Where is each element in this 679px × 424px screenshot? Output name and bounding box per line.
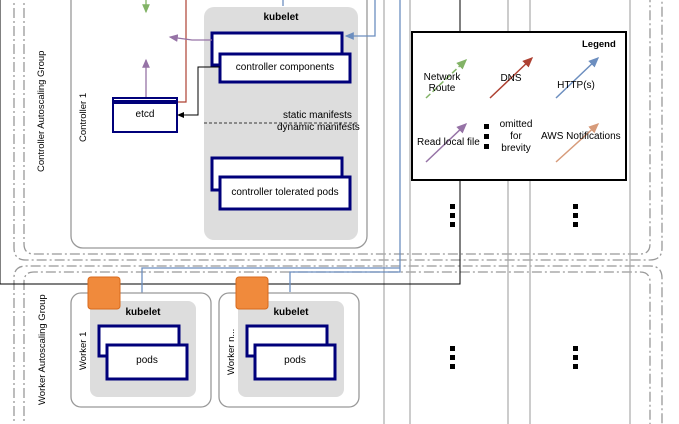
controller-kubelet-title: kubelet	[263, 12, 299, 23]
worker-group-label: Worker Autoscaling Group	[37, 294, 48, 405]
legend-title: Legend	[582, 39, 616, 50]
http-line-worker-n	[289, 0, 401, 292]
legend-read-file-label: Read local file	[417, 137, 480, 148]
worker-1-pods-label: pods	[136, 355, 158, 366]
controller-col1-ellipsis	[450, 204, 455, 231]
legend-omitted-swatch	[484, 124, 489, 149]
legend-aws-swatch	[555, 122, 600, 163]
read-file-arrow-top	[168, 34, 212, 42]
legend-network-route-label: Network Route	[423, 72, 461, 94]
static-manifests-label: static manifests	[283, 110, 352, 121]
legend-dns-label: DNS	[500, 73, 522, 84]
controller-asg-frame	[13, 0, 663, 261]
dns-line	[178, 0, 187, 103]
tolerated-pods-stack	[210, 156, 352, 211]
legend-http-label: HTTP(s)	[557, 80, 595, 91]
controller-node-label: Controller 1	[78, 92, 89, 142]
worker-n-aws-icon	[235, 276, 269, 310]
legend-network-route-swatch	[425, 58, 468, 99]
legend-http-swatch	[555, 56, 600, 99]
http-arrow-components	[344, 0, 376, 40]
etcd-box	[112, 97, 178, 133]
legend-aws-label: AWS Notifications	[541, 131, 621, 142]
controller-group-label: Controller Autoscaling Group	[36, 50, 47, 172]
worker-n-label: Worker n...	[226, 328, 237, 375]
etcd-label: etcd	[135, 109, 155, 120]
worker-col2-ellipsis	[573, 346, 578, 373]
controller-col2-ellipsis	[573, 204, 578, 231]
worker-n-kubelet-title: kubelet	[273, 307, 309, 318]
dynamic-manifests-label: dynamic manifests	[277, 122, 360, 133]
worker-n-pods-front	[253, 343, 337, 381]
controller-components-stack	[210, 31, 352, 84]
legend-dns-swatch	[489, 56, 534, 99]
tolerated-pods-label: controller tolerated pods	[231, 187, 339, 198]
legend-omitted-label: omitted for brevity	[499, 119, 533, 154]
legend-read-file-swatch	[425, 122, 468, 163]
worker-n-pods-label: pods	[284, 355, 306, 366]
legend-box	[411, 31, 627, 181]
http-line-worker-1	[141, 267, 400, 302]
worker-1-label: Worker 1	[78, 331, 89, 370]
controller-components-label: controller components	[235, 62, 335, 73]
etcd-arrow	[177, 66, 220, 118]
worker-col1-ellipsis	[450, 346, 455, 373]
worker-1-kubelet-title: kubelet	[125, 307, 161, 318]
worker-1-pods-front	[105, 343, 189, 381]
worker-1-aws-icon	[87, 276, 121, 310]
